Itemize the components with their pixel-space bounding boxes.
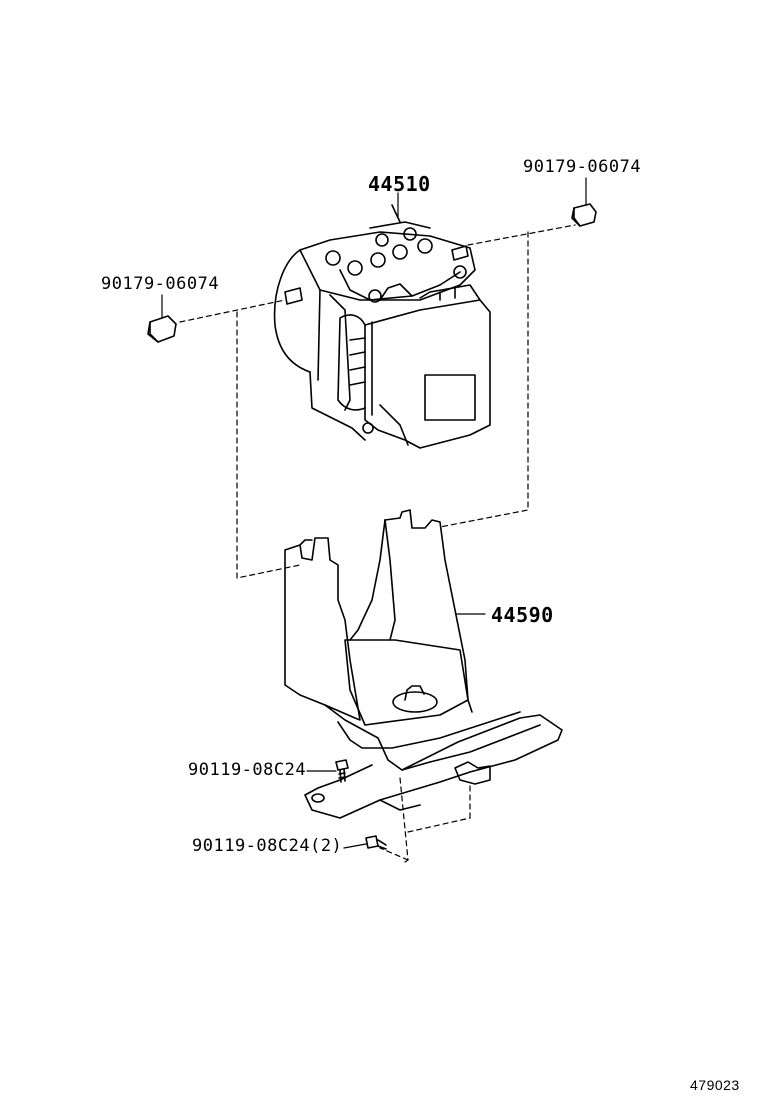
label-nut-left: 90179-06074 <box>101 274 220 294</box>
abs-actuator <box>273 204 491 449</box>
leader-lines <box>161 177 587 849</box>
nut-left-drawing <box>147 315 177 343</box>
label-nut-top-right: 90179-06074 <box>523 157 642 177</box>
label-44590: 44590 <box>491 603 554 627</box>
alignment-lines <box>179 224 576 863</box>
bracket <box>284 509 563 819</box>
label-bolt-lower: 90119-08C24(2) <box>192 836 343 856</box>
nut-top-right-drawing <box>571 203 597 227</box>
bolt-upper-drawing <box>335 759 349 783</box>
bolt-lower-drawing <box>365 835 387 850</box>
diagram-reference-number: 479023 <box>690 1077 740 1093</box>
label-bolt-upper: 90119-08C24 <box>188 760 307 780</box>
label-44510: 44510 <box>368 172 431 196</box>
